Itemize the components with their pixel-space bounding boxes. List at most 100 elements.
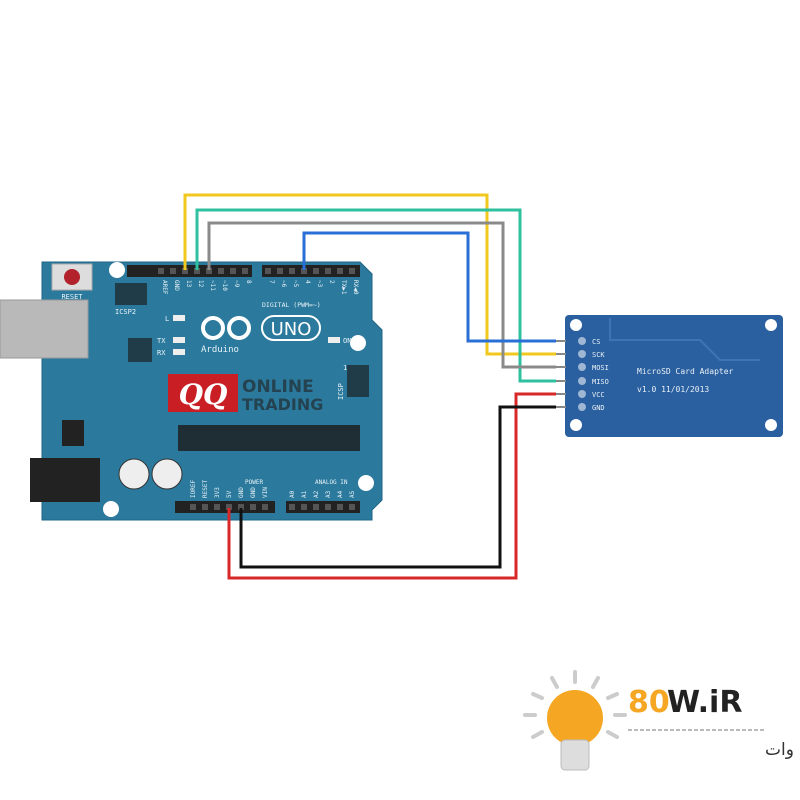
sd-pin xyxy=(578,403,586,411)
icsp2-header xyxy=(115,283,147,305)
header-pin xyxy=(250,504,256,510)
header-pin xyxy=(349,268,355,274)
header-pin xyxy=(190,504,196,510)
voltage-regulator xyxy=(62,420,84,446)
arduino-brand: Arduino xyxy=(201,345,239,355)
sponsor-line1: ONLINE xyxy=(242,377,314,397)
uno-label: UNO xyxy=(271,319,312,340)
header-pin xyxy=(325,504,331,510)
led-rx-label: RX xyxy=(157,349,166,357)
digital-pin-label: AREF xyxy=(161,280,168,295)
digital-pin-label: 7 xyxy=(268,280,275,284)
sd-module-version: v1.0 11/01/2013 xyxy=(637,385,709,394)
power-label: POWER xyxy=(245,479,263,486)
qq-logo-text: QQ xyxy=(179,378,228,411)
power-pin-label: 3V3 xyxy=(214,487,221,498)
led-tx xyxy=(173,337,185,343)
header-pin xyxy=(289,504,295,510)
atmega-chip xyxy=(178,425,360,451)
sd-pin xyxy=(578,337,586,345)
watermark-logo: 80 W.iR فروشگاه ۸۰ وات xyxy=(523,670,800,771)
power-pin-label: VIN xyxy=(262,487,269,498)
header-pin xyxy=(313,268,319,274)
analog-pin-label: A3 xyxy=(325,490,332,498)
analog-pin-label: A5 xyxy=(349,490,356,498)
icsp-header xyxy=(347,365,369,397)
analog-pin-label: A1 xyxy=(301,490,308,498)
led-on xyxy=(328,337,340,343)
header-pin xyxy=(238,504,244,510)
usb-chip xyxy=(128,338,152,362)
header-pin xyxy=(182,268,188,274)
digital-pin-label: ~5 xyxy=(292,280,299,288)
digital-pin-label: 13 xyxy=(185,280,192,288)
sd-pin-label: SCK xyxy=(592,351,605,359)
capacitor xyxy=(118,458,150,490)
header-pin xyxy=(158,268,164,274)
header-pin xyxy=(301,504,307,510)
header-pin xyxy=(265,268,271,274)
wires xyxy=(183,193,556,580)
header-pin xyxy=(301,268,307,274)
digital-pin-label: 12 xyxy=(197,280,204,288)
analog-header xyxy=(286,501,360,513)
header-pin xyxy=(194,268,200,274)
reset-button[interactable] xyxy=(51,263,93,291)
sd-pin xyxy=(578,350,586,358)
sd-pin-label: VCC xyxy=(592,391,605,399)
header-pin xyxy=(325,268,331,274)
power-pin-label: GND xyxy=(238,487,245,498)
power-pin-label: GND xyxy=(250,487,257,498)
led-l xyxy=(173,315,185,321)
led-rx xyxy=(173,349,185,355)
header-pin xyxy=(218,268,224,274)
digital-pin-label: TX▶1 xyxy=(340,280,347,295)
power-pin-label: 5V xyxy=(226,490,233,498)
microsd-module: MicroSD Card Adapter v1.0 11/01/2013 CS S… xyxy=(556,315,783,437)
header-pin xyxy=(289,268,295,274)
wire-cs xyxy=(302,231,556,343)
wire-mosi xyxy=(207,221,556,369)
led-on-label: ON xyxy=(343,337,351,345)
qq-logo xyxy=(168,374,238,412)
wire-gnd xyxy=(239,405,556,569)
power-pin-label: RESET xyxy=(202,480,209,498)
header-pin xyxy=(206,268,212,274)
digital-pin-label: 4 xyxy=(304,280,311,284)
sd-module-title: MicroSD Card Adapter xyxy=(637,367,734,376)
digital-pin-label: ~6 xyxy=(280,280,287,288)
icsp-label: ICSP xyxy=(337,383,345,400)
digital-header-right xyxy=(262,265,360,277)
sd-pin-label: MISO xyxy=(592,378,609,386)
header-pin xyxy=(242,268,248,274)
digital-pin-label: GND xyxy=(173,280,180,291)
lightbulb-icon xyxy=(523,670,627,771)
header-pin xyxy=(202,504,208,510)
header-pin xyxy=(337,504,343,510)
wire-vcc xyxy=(227,392,556,580)
digital-label: DIGITAL (PWM=~) xyxy=(262,301,321,309)
digital-pin-label: 8 xyxy=(245,280,252,284)
wire-miso xyxy=(195,208,556,383)
led-tx-label: TX xyxy=(157,337,166,345)
header-pin xyxy=(277,268,283,274)
header-pin xyxy=(170,268,176,274)
sd-pin-label: GND xyxy=(592,404,605,412)
digital-pin-label: RX◀0 xyxy=(352,280,359,295)
analog-pin-label: A0 xyxy=(289,490,296,498)
sponsor-line2: TRADING xyxy=(242,395,323,414)
header-pin xyxy=(226,504,232,510)
sd-pin-label: CS xyxy=(592,338,600,346)
wire-sck xyxy=(183,193,556,356)
icsp-pin1: 1 xyxy=(343,364,347,372)
usb-port xyxy=(0,299,89,359)
analog-pin-label: A2 xyxy=(313,490,320,498)
header-pin xyxy=(337,268,343,274)
led-l-label: L xyxy=(165,315,169,323)
digital-pin-label: 2 xyxy=(328,280,335,284)
reset-label: RESET xyxy=(61,293,83,301)
digital-pin-label: ~10 xyxy=(221,280,228,291)
sd-pin xyxy=(578,363,586,371)
